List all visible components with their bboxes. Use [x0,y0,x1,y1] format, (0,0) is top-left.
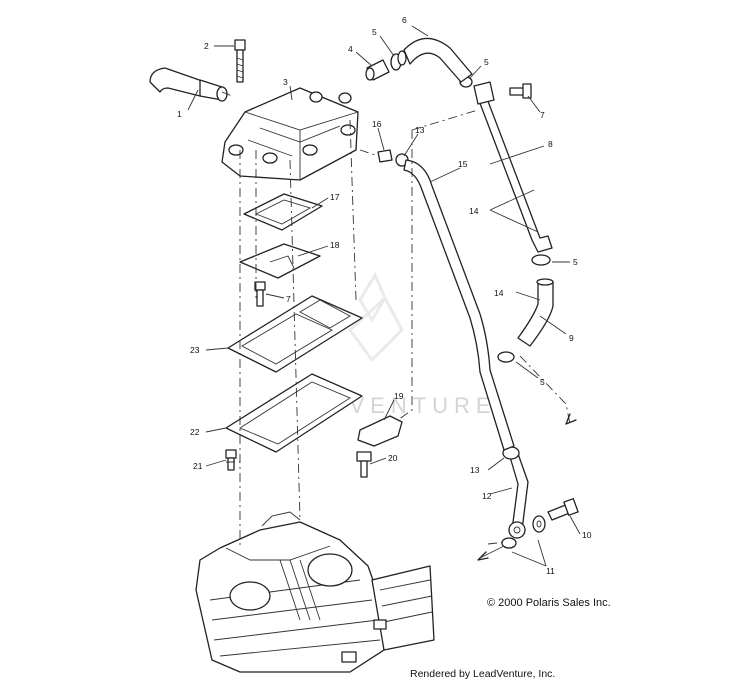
callout-23: 23 [190,345,200,355]
part-4-fitting [365,59,390,81]
part-21-bolt [225,449,237,471]
engine-block [195,511,435,673]
callout-9: 9 [569,333,574,343]
callout-10: 10 [582,530,592,540]
direction-arrows [477,413,577,561]
part-7-bolt-upper [509,83,532,99]
callout-8: 8 [548,139,553,149]
part-8-breather-hose [473,81,553,253]
part-17-gasket [243,193,323,231]
callout-21: 21 [193,461,203,471]
callout-5: 5 [573,257,578,267]
part-18-plate [239,243,321,279]
part-20-bolt [356,451,372,478]
callout-11: 11 [546,566,555,576]
part-5-clamp-top [390,50,407,71]
callout-5: 5 [540,377,545,387]
callout-17: 17 [330,192,340,202]
part-7-bolt-lower [254,281,266,307]
part-16-fitting [377,149,393,163]
callout-14: 14 [469,206,479,216]
part-2-bolt [234,39,246,83]
callout-7: 7 [540,110,545,120]
callout-20: 20 [388,453,398,463]
callout-22: 22 [190,427,200,437]
callout-5: 5 [372,27,377,37]
callout-6: 6 [402,15,407,25]
part-1-elbow-hose [149,67,228,102]
rendered-by-text: Rendered by LeadVenture, Inc. [410,668,556,680]
part-6-hose-elbow [403,37,473,83]
part-22-gasket [225,373,363,453]
callout-19: 19 [394,391,404,401]
callout-13: 13 [470,465,480,475]
callout-1: 1 [177,109,182,119]
callout-18: 18 [330,240,340,250]
callout-13: 13 [415,125,425,135]
callout-3: 3 [283,77,288,87]
callout-7: 7 [286,294,291,304]
callout-2: 2 [204,41,209,51]
callout-14: 14 [494,288,504,298]
part-5-clamp-lower-right [497,351,515,363]
copyright-text: © 2000 Polaris Sales Inc. [487,597,611,609]
part-19-bracket [357,415,403,447]
callout-16: 16 [372,119,382,129]
part-15-long-hose [403,159,515,451]
assembly-centerlines [221,91,571,548]
callout-12: 12 [482,491,492,501]
callout-15: 15 [458,159,468,169]
part-10-bolt [547,498,579,521]
callout-4: 4 [348,44,353,54]
part-11-washers [501,515,546,549]
callout-labels: 1 2 3 4 5 6 5 7 8 16 13 15 14 5 14 9 5 1… [177,15,592,576]
part-12-bracket-pipe [507,447,529,539]
callout-5: 5 [484,57,489,67]
leader-lines [187,25,581,567]
watermark-logo [347,271,404,363]
part-5-clamp-mid-right [531,254,551,266]
part-9-hose [517,278,554,347]
